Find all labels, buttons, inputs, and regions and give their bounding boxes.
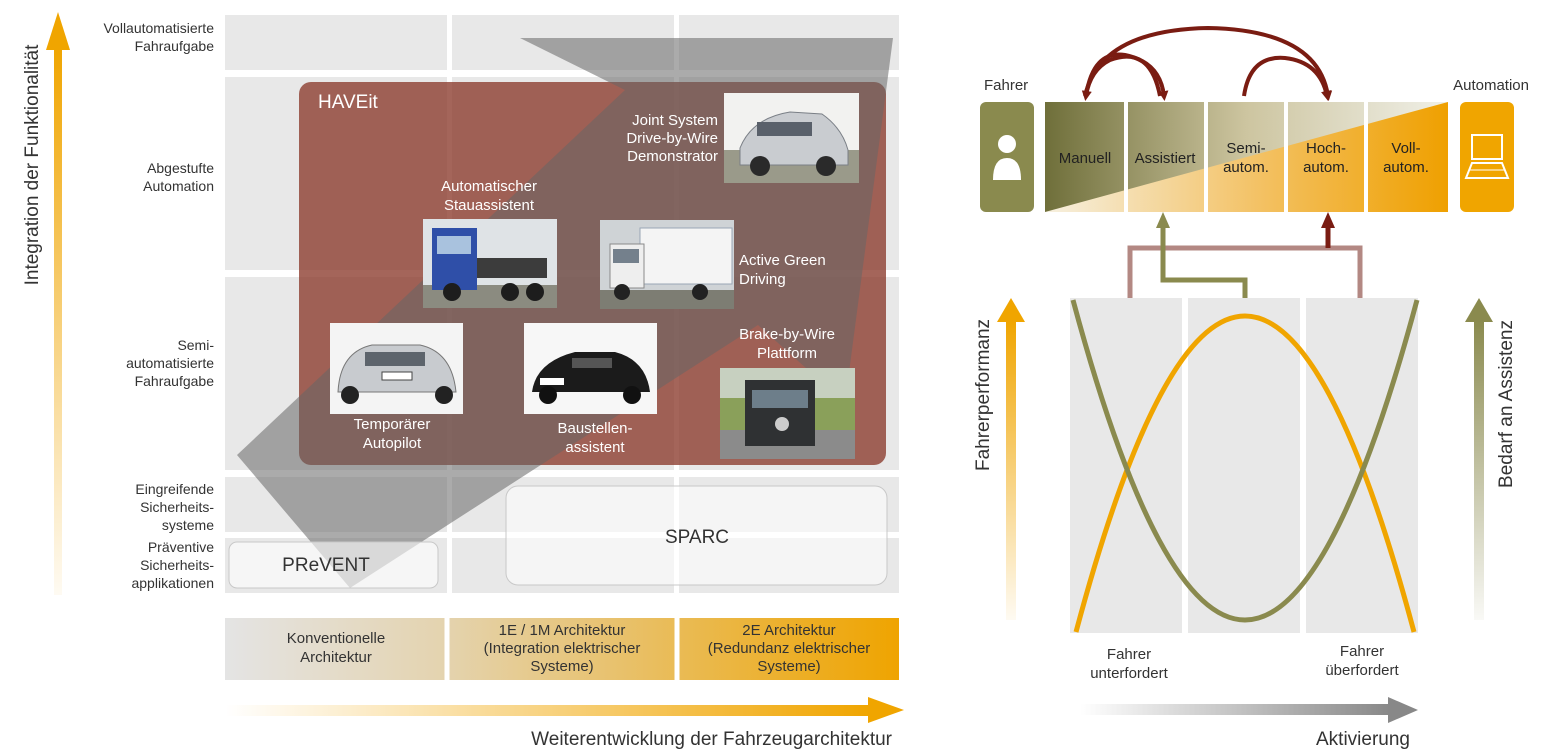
- level-semi-2: autom.: [1223, 159, 1269, 176]
- row-label-praeventiv-1: Präventive: [148, 539, 214, 555]
- level-hoch-1: Hoch-: [1306, 140, 1346, 157]
- row-labels: Vollautomatisierte Fahraufgabe Abgestuft…: [103, 20, 214, 591]
- automation-level-strip: [1045, 102, 1448, 212]
- prevent-label: PReVENT: [282, 555, 370, 576]
- brake-by-wire-label-2: Plattform: [757, 345, 817, 362]
- row-label-semi-1: Semi-: [177, 337, 214, 353]
- assistenz-label: Bedarf an Assistenz: [1496, 320, 1517, 488]
- left-y-axis-arrow: [46, 12, 70, 595]
- row-label-eingreifend-1: Eingreifende: [135, 481, 214, 497]
- arch-konv-2: Architektur: [300, 649, 372, 666]
- row-label-voll-1: Vollautomatisierte: [103, 20, 214, 36]
- arch-1e-1: 1E / 1M Architektur: [499, 622, 626, 639]
- row-label-voll-2: Fahraufgabe: [135, 38, 215, 54]
- ueberfordert-label-1: Fahrer: [1340, 643, 1384, 660]
- assistenz-arrow: [1465, 298, 1493, 620]
- active-green-label-2: Driving: [739, 271, 786, 288]
- joint-system-label-3: Demonstrator: [627, 148, 718, 165]
- level-manuell: Manuell: [1059, 150, 1112, 167]
- row-label-eingreifend-2: Sicherheits-: [140, 499, 214, 515]
- sparc-box: [505, 485, 888, 586]
- left-x-axis-arrow: [225, 697, 904, 723]
- architecture-bar: [225, 618, 899, 680]
- baustellen-label-2: assistent: [565, 439, 625, 456]
- row-label-praeventiv-2: Sicherheits-: [140, 557, 214, 573]
- photo-stauassistent: [423, 219, 557, 308]
- stauassistent-label-2: Stauassistent: [444, 197, 535, 214]
- photo-autopilot: [330, 323, 463, 414]
- level-switch-arrows: [1081, 25, 1333, 101]
- photo-active-green: [600, 220, 734, 309]
- row-label-semi-3: Fahraufgabe: [135, 373, 215, 389]
- row-label-abgestuft-1: Abgestufte: [147, 160, 214, 176]
- aktivierung-arrow: [1080, 697, 1418, 723]
- joint-system-label-2: Drive-by-Wire: [626, 130, 718, 147]
- automation-icon-box: [1460, 102, 1514, 212]
- left-y-axis-label: Integration der Funktionalität: [22, 44, 43, 286]
- row-label-abgestuft-2: Automation: [143, 178, 214, 194]
- arch-2e-3: Systeme): [757, 658, 820, 675]
- stauassistent-label-1: Automatischer: [441, 178, 537, 195]
- baustellen-label-1: Baustellen-: [557, 420, 632, 437]
- left-x-axis-label: Weiterentwicklung der Fahrzeugarchitektu…: [531, 729, 892, 750]
- arch-1e-3: Systeme): [530, 658, 593, 675]
- assistenzbedarf-curve: [1070, 299, 1420, 623]
- level-connectors: [1127, 212, 1363, 298]
- arch-2e-2: (Redundanz elektrischer: [708, 640, 871, 657]
- photo-joint-system: [724, 93, 859, 183]
- level-hoch-2: autom.: [1303, 159, 1349, 176]
- autopilot-label-1: Temporärer: [354, 416, 431, 433]
- automation-label: Automation: [1453, 77, 1529, 94]
- arch-1e-2: (Integration elektrischer: [484, 640, 641, 657]
- level-voll-2: autom.: [1383, 159, 1429, 176]
- arch-2e-1: 2E Architektur: [742, 622, 835, 639]
- ueberfordert-label-2: überfordert: [1325, 662, 1399, 679]
- autopilot-label-2: Autopilot: [363, 435, 422, 452]
- level-semi-1: Semi-: [1226, 140, 1265, 157]
- row-label-eingreifend-3: systeme: [162, 517, 214, 533]
- arch-konv-1: Konventionelle: [287, 630, 385, 647]
- aktivierung-label: Aktivierung: [1316, 729, 1410, 750]
- fahrerperformanz-curve: [1073, 313, 1417, 633]
- active-green-label-1: Active Green: [739, 252, 826, 269]
- sparc-label: SPARC: [665, 527, 729, 548]
- row-label-semi-2: automatisierte: [126, 355, 214, 371]
- fahrer-icon-box: [980, 102, 1034, 212]
- row-label-praeventiv-3: applikationen: [131, 575, 214, 591]
- fahrerperformanz-label: Fahrerperformanz: [973, 319, 994, 471]
- photo-baustellen: [524, 323, 657, 414]
- fahrer-label: Fahrer: [984, 77, 1028, 94]
- unterfordert-label-2: unterfordert: [1090, 665, 1168, 682]
- unterfordert-label-1: Fahrer: [1107, 646, 1151, 663]
- fahrerperformanz-arrow: [997, 298, 1025, 620]
- prevent-box: [228, 541, 439, 589]
- photo-brake-by-wire: [720, 368, 855, 459]
- level-voll-1: Voll-: [1391, 140, 1420, 157]
- haveit-label: HAVEit: [318, 92, 379, 113]
- level-assistiert: Assistiert: [1135, 150, 1197, 167]
- joint-system-label-1: Joint System: [632, 112, 718, 129]
- brake-by-wire-label-1: Brake-by-Wire: [739, 326, 835, 343]
